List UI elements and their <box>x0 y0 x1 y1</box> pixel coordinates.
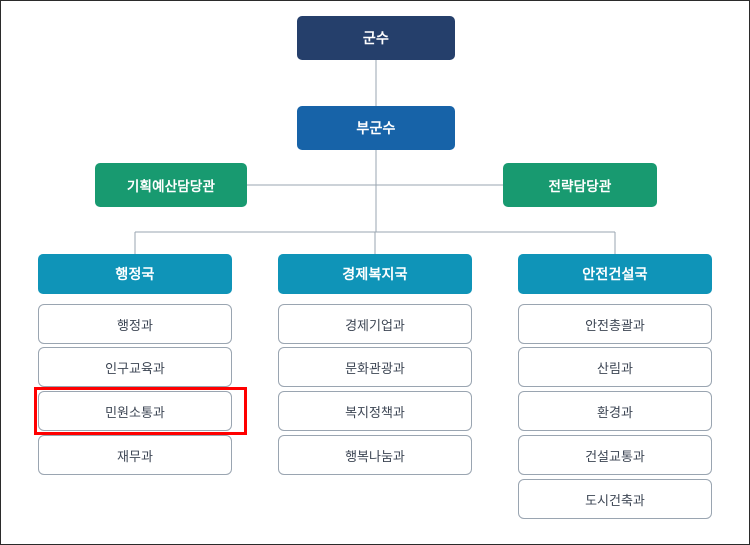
node-department-economy-welfare-3-label: 복지정책과 <box>345 404 405 420</box>
node-department-safety-construction-4[interactable]: 건설교통과 <box>518 435 712 475</box>
node-deputy-label: 부군수 <box>356 120 396 136</box>
node-department-safety-construction-2[interactable]: 산림과 <box>518 347 712 387</box>
node-department-administration-2[interactable]: 인구교육과 <box>38 347 232 387</box>
node-department-safety-construction-4-label: 건설교통과 <box>585 448 645 464</box>
node-department-administration-2-label: 인구교육과 <box>105 360 165 376</box>
node-department-safety-construction-2-label: 산림과 <box>597 360 633 376</box>
node-department-administration-1[interactable]: 행정과 <box>38 304 232 344</box>
node-department-administration-3-label: 민원소통과 <box>105 404 165 420</box>
node-staff-office-planning-budget[interactable]: 기획예산담당관 <box>95 163 247 207</box>
node-staff-office-strategy[interactable]: 전략담당관 <box>503 163 657 207</box>
node-department-economy-welfare-3[interactable]: 복지정책과 <box>278 391 472 431</box>
node-department-economy-welfare-2[interactable]: 문화관광과 <box>278 347 472 387</box>
node-bureau-safety-construction[interactable]: 안전건설국 <box>518 254 712 294</box>
node-department-safety-construction-5-label: 도시건축과 <box>585 492 645 508</box>
node-department-economy-welfare-1-label: 경제기업과 <box>345 317 405 333</box>
node-bureau-economy-welfare-label: 경제복지국 <box>342 266 408 282</box>
node-department-administration-4[interactable]: 재무과 <box>38 435 232 475</box>
node-department-safety-construction-3-label: 환경과 <box>597 404 633 420</box>
node-head[interactable]: 군수 <box>297 16 455 60</box>
node-head-label: 군수 <box>362 30 390 46</box>
node-department-administration-4-label: 재무과 <box>117 448 153 464</box>
node-department-safety-construction-1[interactable]: 안전총괄과 <box>518 304 712 344</box>
node-department-economy-welfare-2-label: 문화관광과 <box>345 360 405 376</box>
node-staff-office-strategy-label: 전략담당관 <box>548 179 612 194</box>
node-bureau-administration-label: 행정국 <box>115 266 155 282</box>
node-department-administration-3[interactable]: 민원소통과 <box>38 391 232 431</box>
node-department-economy-welfare-1[interactable]: 경제기업과 <box>278 304 472 344</box>
node-department-economy-welfare-4-label: 행복나눔과 <box>345 448 405 464</box>
node-department-economy-welfare-4[interactable]: 행복나눔과 <box>278 435 472 475</box>
node-department-safety-construction-1-label: 안전총괄과 <box>585 317 645 333</box>
node-staff-office-planning-budget-label: 기획예산담당관 <box>126 179 216 194</box>
node-deputy[interactable]: 부군수 <box>297 106 455 150</box>
node-bureau-economy-welfare[interactable]: 경제복지국 <box>278 254 472 294</box>
node-bureau-safety-construction-label: 안전건설국 <box>582 266 648 282</box>
node-department-safety-construction-5[interactable]: 도시건축과 <box>518 479 712 519</box>
node-department-safety-construction-3[interactable]: 환경과 <box>518 391 712 431</box>
node-bureau-administration[interactable]: 행정국 <box>38 254 232 294</box>
node-department-administration-1-label: 행정과 <box>117 317 153 333</box>
